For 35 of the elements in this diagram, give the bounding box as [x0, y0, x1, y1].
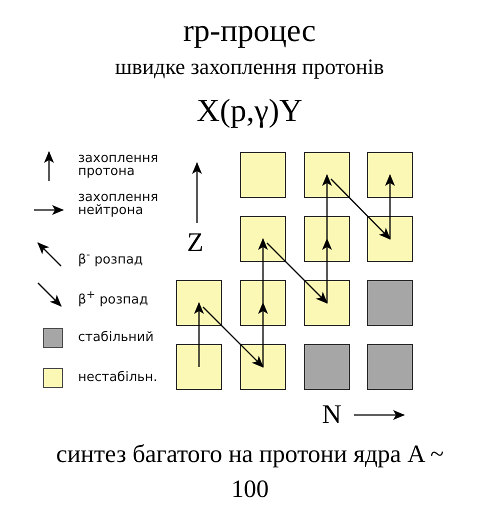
arrow: [202, 306, 264, 368]
axis-label: N: [322, 401, 342, 428]
legend-text: захоплення протона: [78, 152, 160, 178]
legend-text: β$^{-}$ розпад: [78, 248, 144, 266]
nuclide-box: [176, 344, 222, 390]
arrow: [266, 242, 328, 304]
nuclide-box: [240, 344, 286, 390]
nuclide-box: [304, 344, 350, 390]
nuclide-box: [304, 152, 350, 198]
arrow: [385, 174, 395, 239]
nuclide-box: [176, 280, 222, 326]
nuclide-box: [304, 216, 350, 262]
legend-text: β$^{+}$ розпад: [78, 288, 150, 306]
nuclide-box: [240, 152, 286, 198]
title: rp-процес: [182, 14, 317, 46]
arrow: [322, 238, 332, 303]
arrow: [322, 174, 332, 239]
nuclide-box: [367, 216, 413, 262]
arrow: [258, 302, 268, 367]
nuclide-box: [240, 280, 286, 326]
nuclide-box: [304, 280, 350, 326]
nuclide-box: [367, 344, 413, 390]
subtitle: швидке захоплення протонів: [114, 56, 386, 78]
axis-label: Z: [187, 229, 204, 256]
arrow: [330, 178, 391, 240]
legend-text: стабільний: [78, 331, 155, 344]
nuclide-box: [240, 216, 286, 262]
arrow: [194, 302, 204, 367]
reaction-formula: X(p,γ)Y: [196, 94, 304, 126]
caption: синтез багатого на протони ядра A ~ 100: [55, 440, 445, 505]
nuclide-box: [367, 152, 413, 198]
arrow: [258, 238, 268, 303]
legend-text: захоплення нейтрона: [78, 191, 160, 217]
legend-text: нестабільн.: [78, 371, 158, 384]
nuclide-box: [367, 280, 413, 326]
